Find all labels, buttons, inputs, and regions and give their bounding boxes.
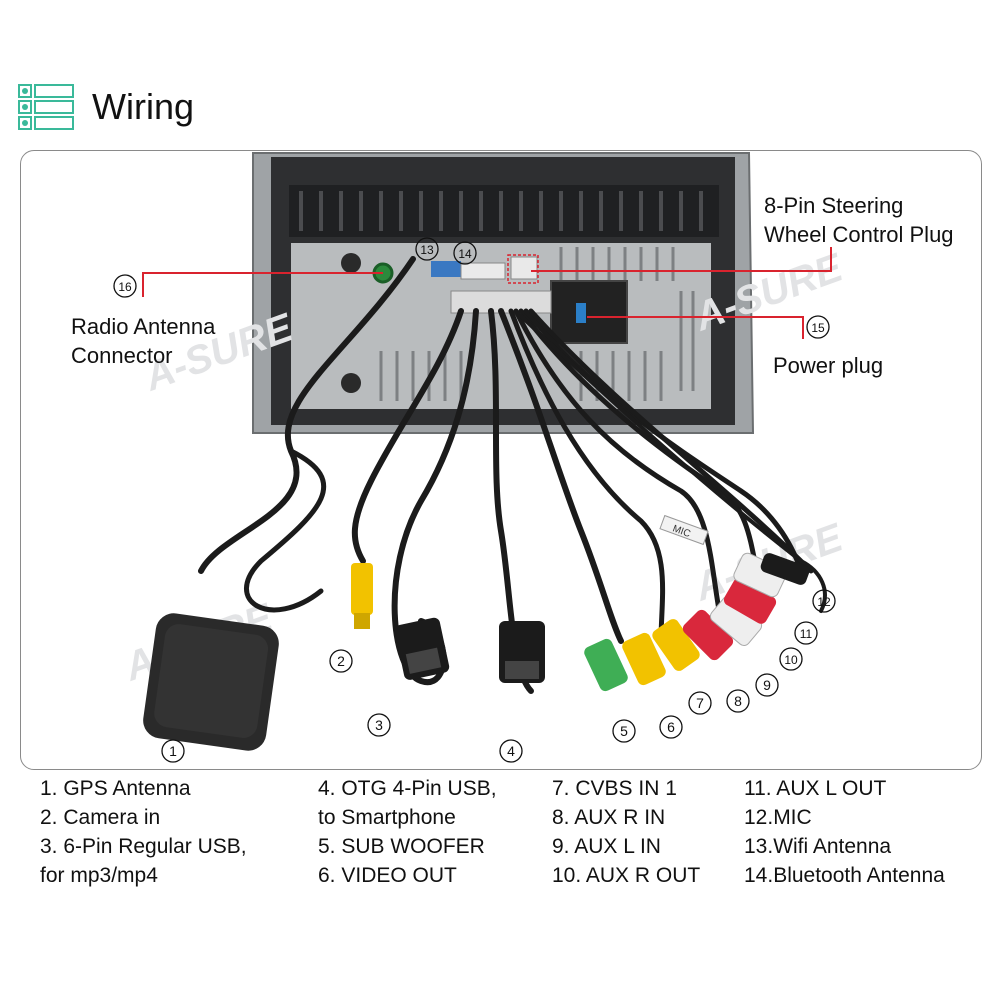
marker-16: 16 bbox=[118, 280, 132, 294]
camera-in-connector bbox=[351, 563, 373, 629]
legend-column-3: 7. CVBS IN 1 8. AUX R IN 9. AUX L IN 10.… bbox=[552, 774, 700, 890]
marker-1: 1 bbox=[169, 743, 177, 759]
legend-item: 9. AUX L IN bbox=[552, 835, 661, 858]
marker-14: 14 bbox=[458, 247, 472, 261]
legend-item: 4. OTG 4-Pin USB, bbox=[318, 777, 497, 800]
steering-callout-label: 8-Pin Steering Wheel Control Plug bbox=[764, 193, 954, 247]
legend-item: 14.Bluetooth Antenna bbox=[744, 864, 945, 887]
marker-7: 7 bbox=[696, 695, 704, 711]
gps-antenna bbox=[143, 613, 279, 751]
usb-connectors bbox=[394, 617, 545, 683]
marker-12: 12 bbox=[817, 595, 831, 609]
legend-item: 5. SUB WOOFER bbox=[318, 835, 485, 858]
marker-15: 15 bbox=[811, 321, 825, 335]
legend-item: 7. CVBS IN 1 bbox=[552, 777, 677, 800]
legend-item: 12.MIC bbox=[744, 806, 812, 829]
legend-item: 2. Camera in bbox=[40, 806, 161, 829]
head-unit bbox=[252, 152, 755, 434]
list-icon bbox=[18, 84, 74, 130]
marker-4: 4 bbox=[507, 743, 515, 759]
power-plug-socket bbox=[550, 280, 628, 344]
legend-item: 3. 6-Pin Regular USB, bbox=[40, 835, 247, 858]
marker-13: 13 bbox=[420, 243, 434, 257]
rca-plugs bbox=[584, 552, 810, 692]
legend-item: 11. AUX L OUT bbox=[744, 777, 887, 800]
wiring-diagram-frame: A-SURE A-SURE A-SURE A-SURE MIC bbox=[20, 150, 982, 770]
page-title: Wiring bbox=[92, 86, 195, 127]
legend-item: 1. GPS Antenna bbox=[40, 777, 191, 800]
callout-lines bbox=[142, 247, 832, 339]
legend-item: 8. AUX R IN bbox=[552, 806, 666, 829]
legend-column-4: 11. AUX L OUT 12.MIC 13.Wifi Antenna 14.… bbox=[744, 774, 945, 890]
legend-column-1: 1. GPS Antenna 2. Camera in 3. 6-Pin Reg… bbox=[40, 774, 247, 890]
legend-item: to Smartphone bbox=[318, 806, 456, 829]
cable-bundle bbox=[198, 256, 827, 694]
marker-9: 9 bbox=[763, 677, 771, 693]
marker-11: 11 bbox=[800, 627, 813, 641]
marker-10: 10 bbox=[784, 653, 798, 667]
legend-item: 13.Wifi Antenna bbox=[744, 835, 892, 858]
legend-column-2: 4. OTG 4-Pin USB, to Smartphone 5. SUB W… bbox=[318, 774, 497, 890]
marker-2: 2 bbox=[337, 653, 345, 669]
wiring-diagram: A-SURE A-SURE A-SURE A-SURE MIC bbox=[113, 152, 849, 763]
legend-item: 10. AUX R OUT bbox=[552, 864, 701, 887]
number-markers bbox=[113, 237, 836, 763]
legend-item: 6. VIDEO OUT bbox=[318, 864, 457, 887]
marker-5: 5 bbox=[620, 723, 628, 739]
marker-8: 8 bbox=[734, 693, 742, 709]
marker-3: 3 bbox=[375, 717, 383, 733]
legend-item: for mp3/mp4 bbox=[40, 864, 158, 887]
power-plug-callout-label: Power plug bbox=[773, 353, 884, 378]
marker-6: 6 bbox=[667, 719, 675, 735]
radio-antenna-callout-label: Radio Antenna Connector bbox=[71, 314, 216, 368]
steering-wheel-plug bbox=[510, 256, 538, 280]
